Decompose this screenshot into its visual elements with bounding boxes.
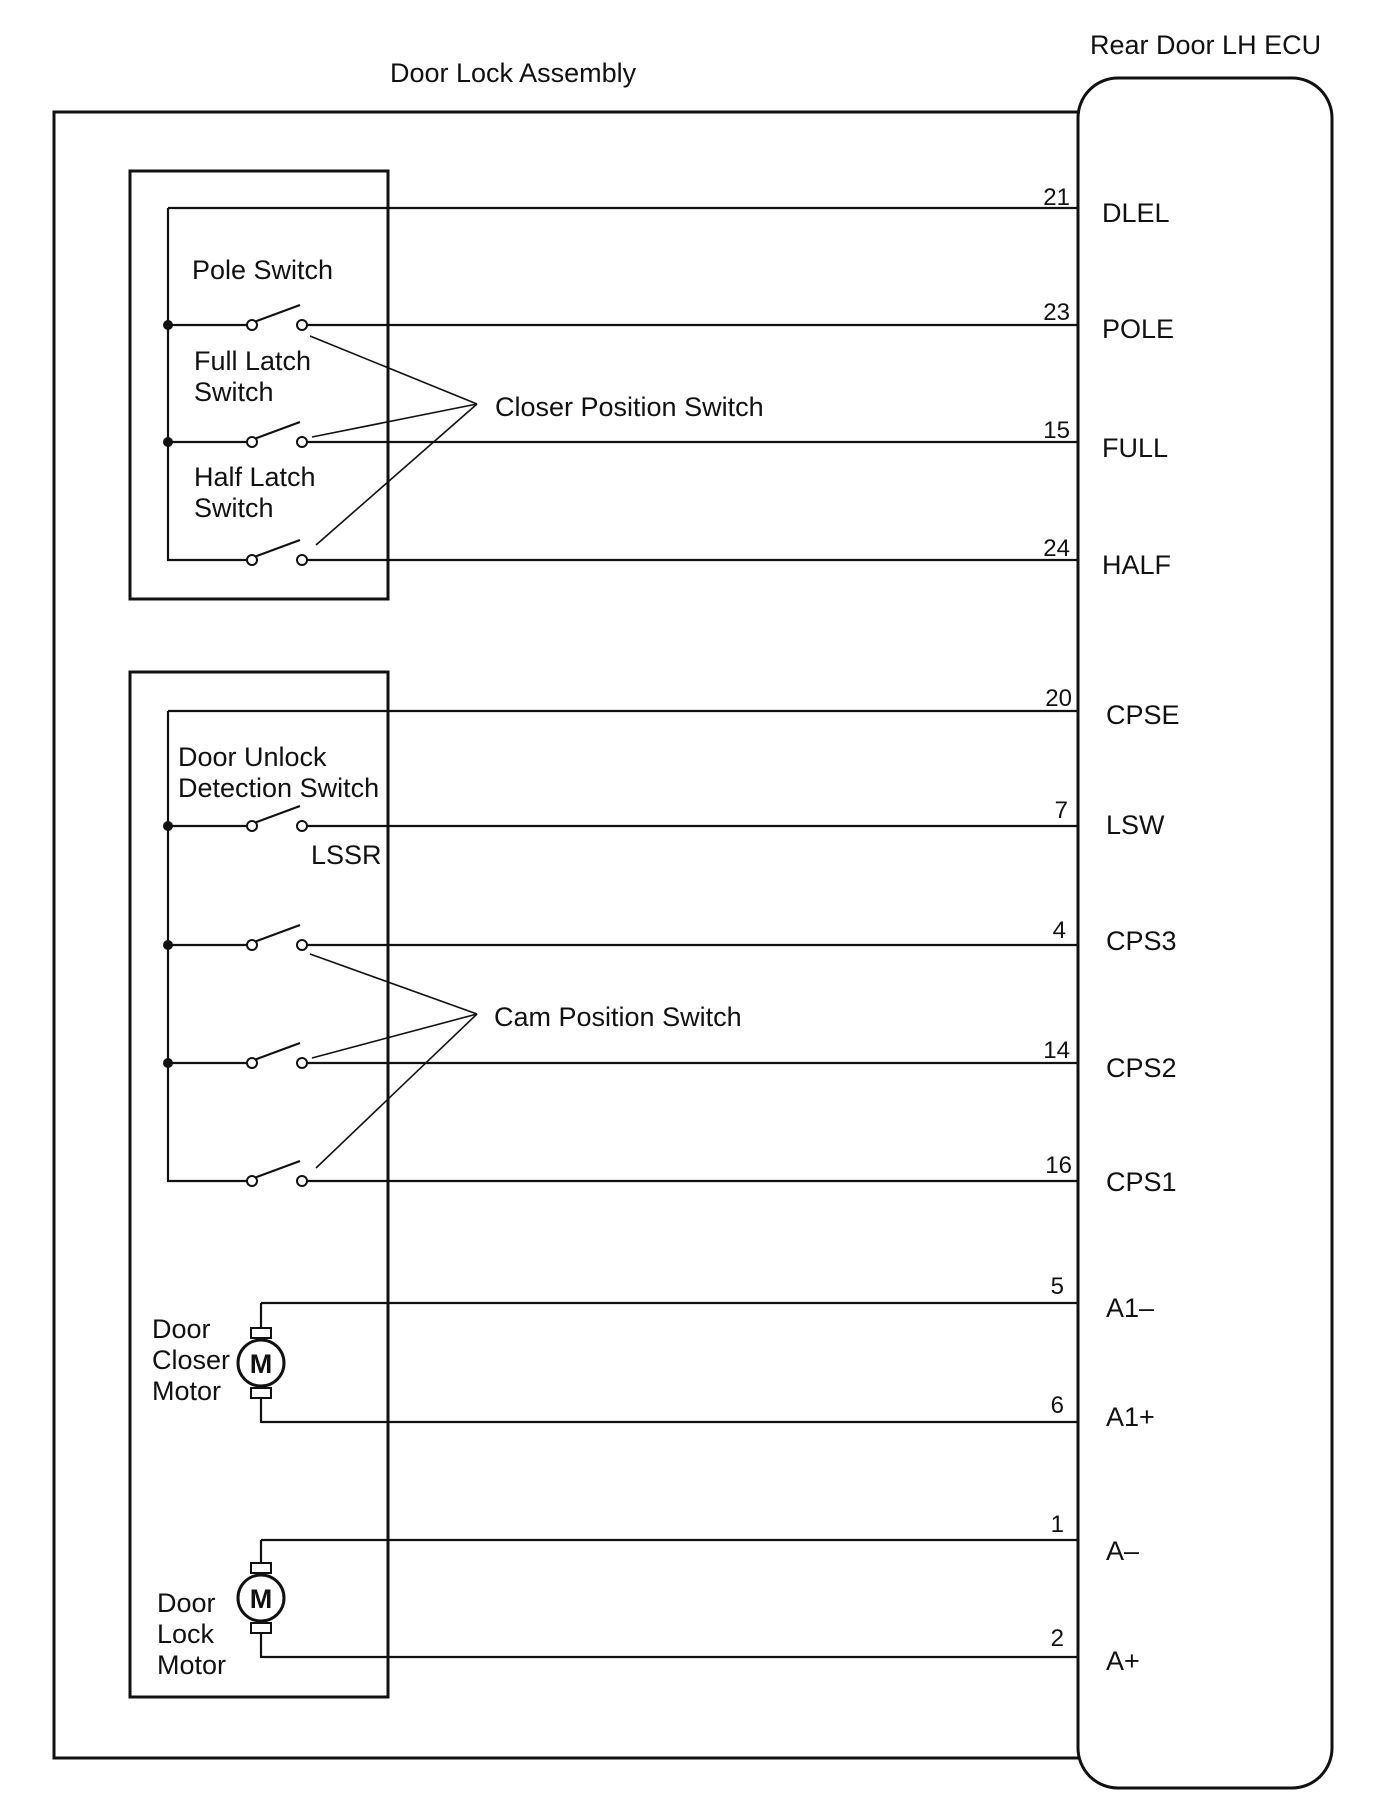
pole-switch-terminal-b (296, 319, 308, 331)
cam-leader-cps3 (309, 953, 478, 1015)
ecu-signal: LSW (1106, 810, 1165, 840)
door-unlock-label-1: Door Unlock (178, 742, 327, 772)
cps3-switch-terminal-a (246, 939, 258, 951)
pole-switch-label: Pole Switch (192, 255, 333, 285)
ecu-signal: POLE (1102, 314, 1174, 344)
lock-motor-symbol: M (250, 1584, 273, 1614)
cps3-switch-terminal-b (296, 939, 308, 951)
half-switch-terminal-b (296, 554, 308, 566)
pole-junction-dot (163, 320, 173, 330)
pin-number: 20 (1045, 685, 1072, 712)
door-closer-label-1: Door (152, 1314, 211, 1344)
full-switch-blade (253, 420, 301, 441)
pin-number: 15 (1043, 417, 1070, 444)
closer-leader-half (315, 403, 478, 546)
pin-number: 4 (1053, 917, 1066, 944)
lsw-switch-terminal-a (246, 820, 258, 832)
pin-number: 14 (1043, 1037, 1070, 1064)
cam-motor-box (128, 670, 390, 1699)
pin-number: 16 (1045, 1152, 1072, 1179)
cps2-switch-terminal-a (246, 1057, 258, 1069)
pole-switch-terminal-a (246, 319, 258, 331)
ecu-signal: CPS1 (1106, 1167, 1177, 1197)
closer-motor-brush-top (250, 1327, 272, 1339)
lssr-label: LSSR (311, 840, 382, 870)
closer-leader-pole (309, 335, 478, 405)
door-closer-label-3: Motor (152, 1376, 221, 1406)
door-lock-label-3: Motor (157, 1650, 226, 1680)
ecu-signal: CPS3 (1106, 926, 1177, 956)
lsw-junction-dot (163, 821, 173, 831)
door-lock-label-2: Lock (157, 1619, 215, 1649)
ecu-title: Rear Door LH ECU (1090, 30, 1321, 60)
pin-number: 21 (1043, 184, 1070, 211)
cps1-switch-terminal-a (246, 1175, 258, 1187)
closer-motor-brush-bottom (250, 1387, 272, 1399)
ecu-signal: FULL (1102, 433, 1168, 463)
ecu-signal: CPS2 (1106, 1053, 1177, 1083)
pin-number: 5 (1051, 1273, 1064, 1300)
pole-switch-blade (253, 303, 301, 324)
half-switch-blade (253, 538, 301, 559)
cps2-switch-terminal-b (296, 1057, 308, 1069)
cam-leader-cps1 (315, 1013, 478, 1169)
full-junction-dot (163, 437, 173, 447)
lock-motor-brush-top (250, 1562, 272, 1574)
ecu-signal: A1+ (1106, 1402, 1155, 1432)
pin-number: 1 (1051, 1511, 1064, 1538)
pin-number: 6 (1051, 1392, 1064, 1419)
cps3-junction-dot (163, 940, 173, 950)
cam-common-rail (166, 711, 252, 1183)
ecu-outline (1076, 76, 1334, 1790)
cam-leader-cps2 (311, 1013, 478, 1059)
door-closer-label-2: Closer (152, 1345, 230, 1375)
cps2-junction-dot (163, 1058, 173, 1068)
cps1-switch-blade (253, 1159, 301, 1180)
ecu-signal: A1– (1106, 1293, 1154, 1323)
full-switch-terminal-b (296, 436, 308, 448)
full-latch-label-2: Switch (194, 377, 274, 407)
half-switch-terminal-a (246, 554, 258, 566)
cps2-switch-blade (253, 1041, 301, 1062)
lsw-switch-blade (253, 804, 301, 825)
full-switch-terminal-a (246, 436, 258, 448)
lsw-switch-terminal-b (296, 820, 308, 832)
cps3-switch-blade (253, 923, 301, 944)
ecu-signal: CPSE (1106, 700, 1180, 730)
closer-motor-icon (236, 1338, 286, 1388)
ecu-signal: A+ (1106, 1646, 1140, 1676)
pin-number: 2 (1051, 1625, 1064, 1652)
ecu-signal: A– (1106, 1536, 1139, 1566)
lock-motor-brush-bottom (250, 1622, 272, 1634)
ecu-signal: HALF (1102, 550, 1171, 580)
door-lock-label-1: Door (157, 1588, 216, 1618)
lock-motor-icon (236, 1573, 286, 1623)
assembly-outline (52, 110, 1080, 1760)
full-latch-label-1: Full Latch (194, 346, 311, 376)
pin-number: 24 (1043, 535, 1070, 562)
pin-number: 23 (1043, 299, 1070, 326)
cps1-switch-terminal-b (296, 1175, 308, 1187)
closer-switch-box (128, 169, 390, 601)
closer-motor-symbol: M (250, 1349, 273, 1379)
half-latch-label-1: Half Latch (194, 462, 316, 492)
closer-leader-full (311, 403, 478, 438)
pin-number: 7 (1055, 797, 1068, 824)
door-unlock-label-2: Detection Switch (178, 773, 379, 803)
half-latch-label-2: Switch (194, 493, 274, 523)
closer-position-label: Closer Position Switch (495, 392, 764, 422)
cam-position-label: Cam Position Switch (494, 1002, 742, 1032)
ecu-signal: DLEL (1102, 198, 1170, 228)
assembly-title: Door Lock Assembly (390, 58, 637, 88)
